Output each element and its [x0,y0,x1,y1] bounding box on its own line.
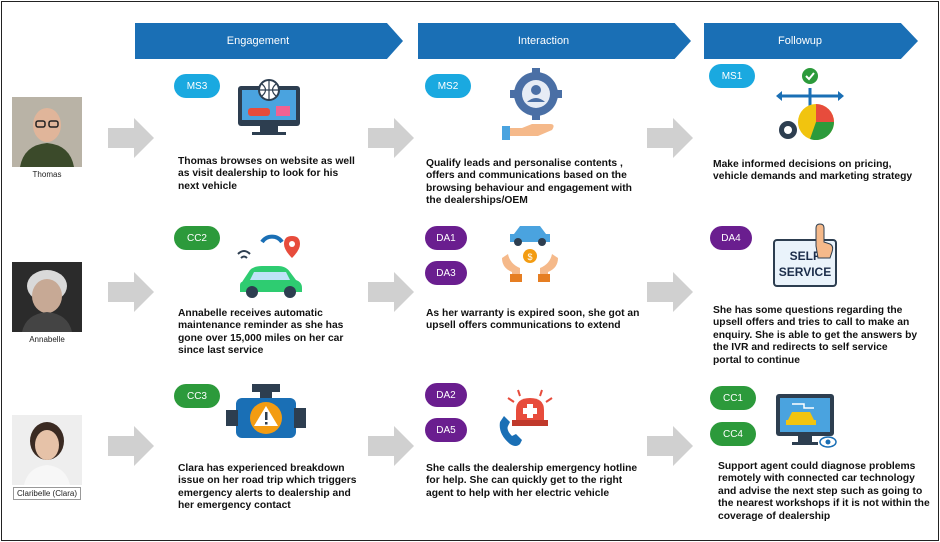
self-service-label: SELF [790,249,821,263]
person-photo-icon [12,97,82,167]
badge-cc1: CC1 [710,386,756,410]
badge-da3: DA3 [425,261,467,285]
self-service-label: SERVICE [779,265,831,279]
badge-cc2: CC2 [174,226,220,250]
arrow-icon [108,426,154,466]
arrow-icon [368,272,414,312]
description-text: She calls the dealership emergency hotli… [426,463,638,499]
stage-label: Interaction [517,35,570,47]
badge-da4: DA4 [710,226,752,250]
person-name-clara: Claribelle (Clara) [8,487,86,500]
arrow-icon [368,426,414,466]
svg-text:$: $ [527,252,532,262]
avatar-thomas [12,97,82,167]
connected-car-icon [234,232,306,302]
decision-analytics-icon [770,66,848,146]
remote-diagnosis-icon [774,392,838,450]
arrow-icon [647,426,693,466]
person-name-annabelle: Annabelle [29,335,65,344]
badge-da2: DA2 [425,383,467,407]
person-photo-icon [12,262,82,332]
person-photo-icon [12,415,82,485]
description-text: Clara has experienced breakdown issue on… [178,463,357,512]
upsell-offer-icon: $ [500,224,560,282]
badge-cc3: CC3 [174,384,220,408]
person-name-thomas: Thomas [32,170,62,179]
description-text: As her warranty is expired soon, she got… [426,308,640,332]
stage-engagement: Engagement [135,23,403,59]
description-text: Support agent could diagnose problems re… [718,461,930,522]
website-browsing-icon [234,76,304,138]
avatar-clara [12,415,82,485]
description-text: Thomas browses on website as well as vis… [178,156,355,192]
stage-label: Followup [777,35,823,47]
avatar-annabelle [12,262,82,332]
stage-label: Engagement [226,35,290,47]
self-service-icon: SELF SERVICE [772,222,838,288]
badge-ms1: MS1 [709,64,755,88]
arrow-icon [108,272,154,312]
description-text: Make informed decisions on pricing, vehi… [713,159,913,183]
badge-da1: DA1 [425,226,467,250]
description-text: Annabelle receives automatic maintenance… [178,308,344,357]
badge-cc4: CC4 [710,422,756,446]
arrow-icon [108,118,154,158]
description-text: Qualify leads and personalise contents ,… [426,158,632,207]
personalised-offer-icon [502,66,568,144]
engine-warning-icon [226,382,306,446]
arrow-icon [647,272,693,312]
badge-ms2: MS2 [425,74,471,98]
badge-ms3: MS3 [174,74,220,98]
badge-da5: DA5 [425,418,467,442]
stage-followup: Followup [704,23,918,59]
arrow-icon [368,118,414,158]
stage-interaction: Interaction [418,23,691,59]
description-text: She has some questions regarding the ups… [713,305,918,366]
arrow-icon [647,118,693,158]
emergency-call-icon [496,386,554,448]
person-name-label: Claribelle (Clara) [12,487,81,500]
